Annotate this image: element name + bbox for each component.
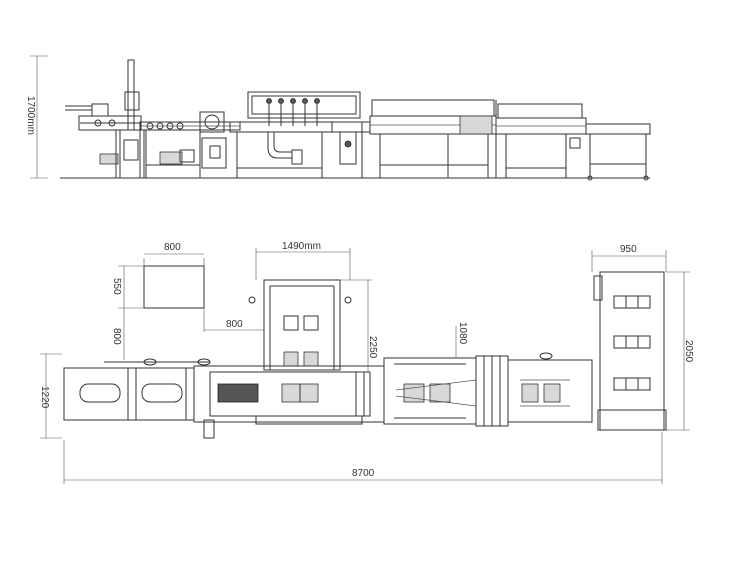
dim-top-width-left: 800 (164, 242, 181, 253)
dim-offset-800: 800 (226, 319, 243, 330)
dim-depth-800: 800 (111, 328, 122, 345)
dim-right-2050: 2050 (683, 340, 694, 363)
dim-depth-550: 550 (111, 278, 122, 295)
dim-conveyor-1220: 1220 (39, 386, 50, 409)
height-label: 1700mm (25, 96, 36, 135)
plan-aux-box: 800 550 800 800 (111, 242, 264, 360)
side-elevation-view: 1700mm (25, 55, 651, 181)
sealing-station (229, 91, 371, 178)
plan-main-line (63, 358, 385, 439)
dim-top-width-middle: 1490mm (282, 241, 321, 252)
transfer-conveyor (139, 111, 241, 178)
height-dimension: 1700mm (25, 55, 48, 179)
cooling-tunnel (495, 103, 587, 178)
dim-module-1080: 1080 (457, 322, 468, 345)
plan-right-cabinet: 950 2050 (591, 244, 694, 431)
outfeed-conveyor (585, 123, 651, 181)
dim-conveyor-width: 1220 (39, 353, 62, 439)
dim-overall-8700: 8700 (352, 468, 375, 479)
dim-overall-length: 8700 (63, 432, 663, 484)
infeed-unit (65, 59, 145, 179)
cutting-module (369, 99, 497, 178)
dim-module-2250: 2250 (367, 336, 378, 359)
dim-top-width-right: 950 (620, 244, 637, 255)
plan-cutting-module: 1080 (383, 322, 593, 427)
plan-view: 800 550 800 800 1490mm (39, 241, 694, 484)
plan-sealing-module: 1490mm 2250 (248, 241, 378, 372)
